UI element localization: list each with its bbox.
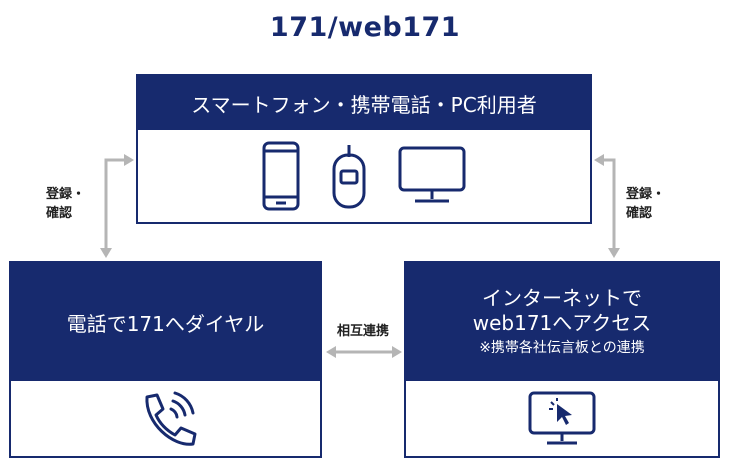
dial-171-box: 電話で171へダイヤル [9,261,322,458]
web-171-icon-area [406,381,718,456]
left-label-line2: 確認 [46,205,73,221]
right-connector [600,158,616,250]
right-label-line2: 確認 [626,205,653,221]
middle-arrowhead-left [326,346,336,358]
middle-arrowhead-right [392,346,402,358]
monitor-cursor-icon [528,391,596,444]
dial-171-header: 電話で171へダイヤル [11,263,320,381]
dial-171-label: 電話で171へダイヤル [66,311,265,336]
left-arrowhead-bottom [100,248,112,258]
users-box-icons [138,130,590,222]
web-171-line2: web171へアクセス [472,311,652,336]
right-label-line1: 登録・ [626,187,666,202]
diagram-title: 171/web171 [269,12,461,43]
left-connector [104,158,128,250]
right-arrowhead-bottom [608,248,620,258]
users-box-label: スマートフォン・携帯電話・PC利用者 [191,92,537,117]
right-arrowhead-top [594,154,604,166]
left-arrowhead-top [124,154,134,166]
users-box: スマートフォン・携帯電話・PC利用者 [136,74,592,224]
left-connector-label: 登録・ 確認 [46,186,85,224]
web-171-header: インターネットで web171へアクセス ※携帯各社伝言板との連携 [406,263,718,381]
middle-connector-label: 相互連携 [336,324,389,339]
left-label-line1: 登録・ [46,187,86,202]
smartphone-icon [262,141,300,211]
right-connector-label: 登録・ 確認 [626,186,665,224]
flip-phone-icon [332,145,366,209]
web-171-line1: インターネットで [482,286,642,311]
web-171-note: ※携帯各社伝言板との連携 [479,340,645,357]
monitor-icon [398,146,466,203]
phone-call-icon [144,391,196,446]
users-box-header: スマートフォン・携帯電話・PC利用者 [138,76,590,130]
dial-171-icon-area [11,381,320,456]
web-171-box: インターネットで web171へアクセス ※携帯各社伝言板との連携 [404,261,720,458]
